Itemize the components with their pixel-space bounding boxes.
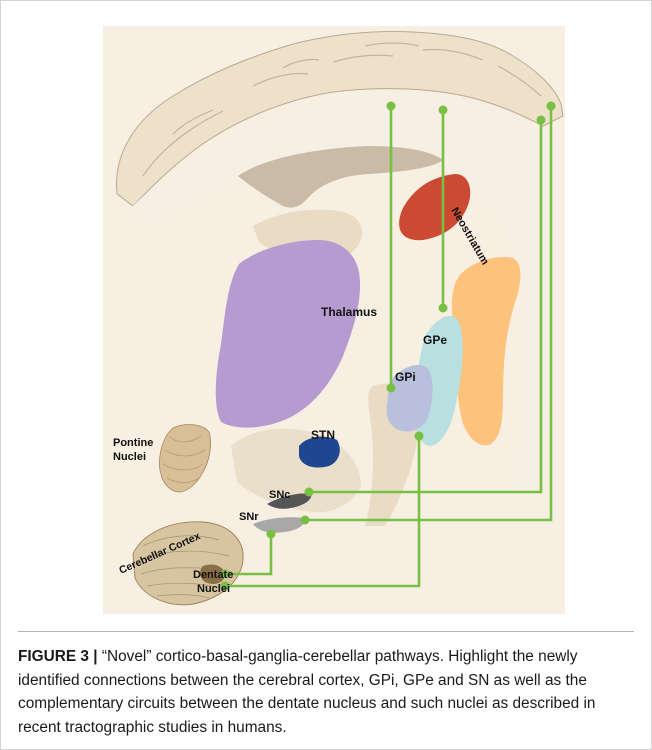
figure-caption: FIGURE 3 | “Novel” cortico-basal-ganglia… bbox=[18, 645, 634, 739]
caption-label: FIGURE 3 bbox=[18, 648, 89, 665]
label-snc: SNc bbox=[269, 489, 290, 501]
label-gpe: GPe bbox=[423, 333, 447, 347]
label-gpi: GPi bbox=[395, 370, 416, 384]
label-dentate-line2: Nuclei bbox=[197, 583, 230, 595]
caption-text: “Novel” cortico-basal-ganglia-cerebellar… bbox=[18, 648, 595, 736]
brain-diagram: Neostriatum Thalamus GPe GPi STN Pontine… bbox=[103, 26, 565, 614]
node-snc bbox=[305, 488, 314, 497]
figure-illustration: Neostriatum Thalamus GPe GPi STN Pontine… bbox=[103, 26, 565, 614]
node-gpi-out bbox=[415, 432, 424, 441]
label-stn: STN bbox=[311, 428, 335, 442]
node-cortex-gpe bbox=[439, 106, 448, 115]
label-snr: SNr bbox=[239, 511, 259, 523]
label-pontine-line2: Nuclei bbox=[113, 451, 146, 463]
caption-separator: | bbox=[93, 648, 97, 665]
node-snr-out bbox=[267, 530, 276, 539]
node-cortex-gpi bbox=[387, 102, 396, 111]
node-cortex-snr bbox=[547, 102, 556, 111]
label-pontine-line1: Pontine bbox=[113, 437, 153, 449]
caption-divider bbox=[18, 631, 634, 632]
label-thalamus: Thalamus bbox=[321, 305, 377, 319]
node-snr bbox=[301, 516, 310, 525]
node-gpi bbox=[387, 384, 396, 393]
node-cortex-snc bbox=[537, 116, 546, 125]
label-dentate-line1: Dentate bbox=[193, 569, 233, 581]
node-gpe bbox=[439, 304, 448, 313]
